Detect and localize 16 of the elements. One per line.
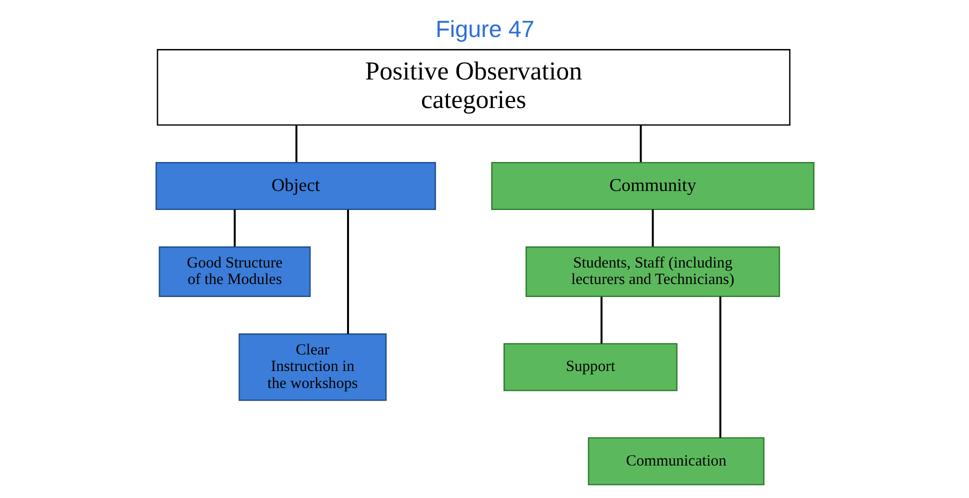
node-box: Good Structure of the Modules (158, 246, 310, 298)
connector (651, 209, 654, 247)
node-box: Positive Observation categories (156, 49, 790, 126)
node-box: Communication (587, 437, 764, 486)
connector (639, 125, 642, 162)
node-box: Students, Staff (including lecturers and Technicians) (525, 246, 780, 298)
node-box: Community (490, 162, 814, 210)
connector (346, 210, 348, 334)
connector (600, 296, 602, 344)
connector (233, 209, 236, 247)
node-box: Clear Instruction in the workshops (238, 333, 386, 401)
diagram-title: Figure 47 (435, 16, 534, 42)
node-box: Object (155, 162, 436, 210)
connector (294, 125, 297, 162)
connector (718, 296, 721, 438)
node-box: Support (503, 343, 677, 392)
